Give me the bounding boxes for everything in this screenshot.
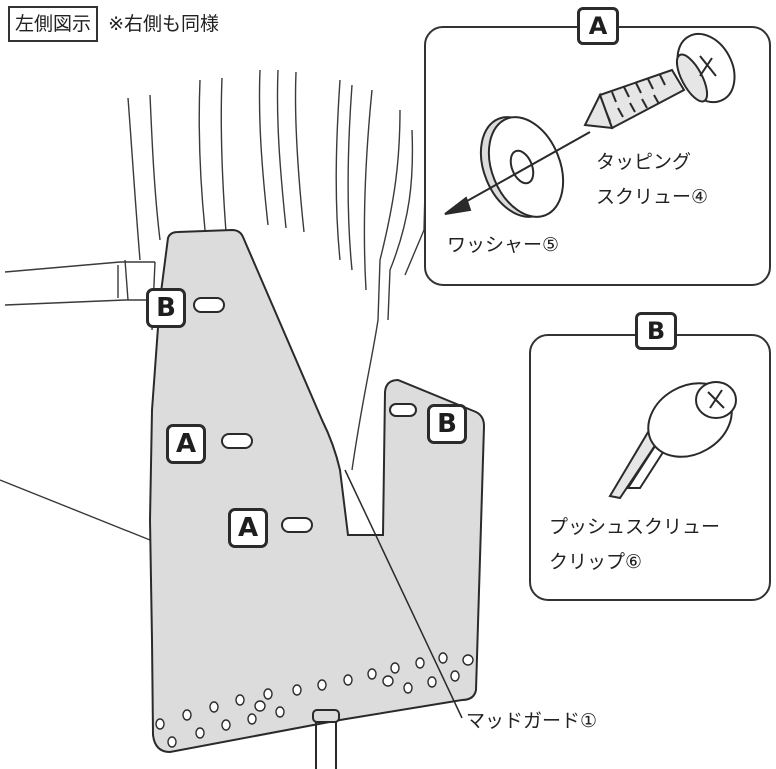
push-clip-illustration <box>608 381 737 500</box>
clip-label-line2: クリップ⑥ <box>549 551 643 573</box>
screw-label-line2: スクリュー④ <box>596 186 709 208</box>
panel-a-badge: A <box>577 7 619 45</box>
washer-label: ワッシャー⑤ <box>447 234 560 256</box>
callout-a-middle: A <box>166 424 206 464</box>
guard-holes <box>155 652 474 748</box>
symmetry-note: ※右側も同様 <box>108 13 219 35</box>
mudguard-label: マッドガード① <box>466 710 598 732</box>
mounting-slots <box>193 297 417 533</box>
clip-label-line1: プッシュスクリュー <box>549 516 721 538</box>
tapping-screw-illustration <box>583 32 736 130</box>
mudguard-strap <box>312 709 340 769</box>
side-indicator: 左側図示 ※右側も同様 <box>8 6 219 42</box>
panel-b-badge: B <box>635 312 677 350</box>
callout-a-lower: A <box>228 508 268 548</box>
callout-b-right: B <box>427 404 467 444</box>
screw-label-line1: タッピング <box>596 151 692 173</box>
mudguard-leader-line <box>344 469 463 719</box>
vehicle-body-lines <box>0 69 427 541</box>
callout-b-upper: B <box>146 288 186 328</box>
washer-direction-arrow <box>444 131 591 215</box>
side-label: 左側図示 <box>8 6 99 42</box>
mudguard-shape <box>148 228 486 754</box>
